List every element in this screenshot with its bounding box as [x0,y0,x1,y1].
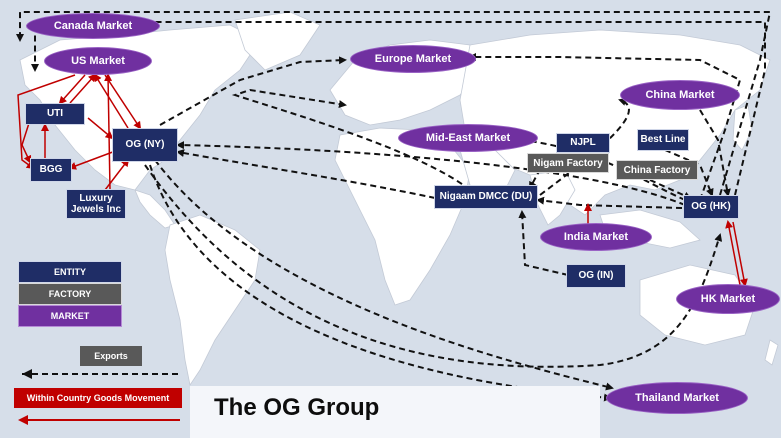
greenland-landmass [234,11,321,71]
domestic-luxury-to-us [104,73,113,191]
legend-market: MARKET [18,305,122,327]
export-hk-to-dmcc [536,196,683,209]
export-dmcc-to-europe [231,88,471,191]
south-america-landmass [164,214,261,387]
domestic-luxury-to-ny [104,158,130,191]
og-ny-entity: OG (NY) [112,128,178,162]
export-dmcc-to-china [539,98,630,196]
domestic-us-to-ny [104,74,142,130]
og-hk-entity: OG (HK) [683,195,739,219]
export-in-to-dmcc [518,210,569,276]
domestic-ny-to-us [93,73,129,129]
domestic-uti-to-ny [87,117,114,140]
europe-market: Europe Market [350,45,476,73]
domestic-us-to-uti [58,74,86,105]
us-market: US Market [44,47,152,75]
legend-exports-label: Exports [80,346,142,366]
og-in-entity: OG (IN) [566,264,626,288]
export-dmcc-to-ny [176,149,436,199]
legend-domestic-arrowhead [18,415,28,425]
legend-entity: ENTITY [18,261,122,283]
domestic-uti-to-us [69,73,97,104]
legend-factory: FACTORY [18,283,122,305]
export-ny-to-thailand-2 [154,159,614,391]
legend-exports-arrowhead [22,369,32,379]
export-china-to-hk [699,109,731,197]
luxury-jewels-entity: Luxury Jewels Inc [66,189,126,219]
nigam-factory: Nigam Factory [527,153,609,173]
new-zealand-landmass [764,339,779,366]
export-hk-to-europe [468,53,742,201]
domestic-uti-to-bgg [21,119,32,164]
njpl-entity: NJPL [556,133,610,153]
domestic-ny-to-bgg [68,149,119,170]
india-market: India Market [540,223,652,251]
export-hk-to-ny [176,141,686,206]
domestic-hk-to-hkmarket [732,221,748,287]
domestic-hkmarket-to-hk [725,220,741,286]
china-market: China Market [620,80,740,110]
export-china-factory-to-hk [649,179,692,200]
export-hk-to-us [31,21,766,196]
bgg-entity: BGG [30,158,72,182]
legend-within-country-label: Within Country Goods Movement [14,388,182,408]
thailand-market: Thailand Market [606,382,748,414]
uti-entity: UTI [25,103,85,125]
canada-market: Canada Market [26,13,160,39]
export-bestline-to-hk [664,149,714,197]
diagram-title: The OG Group [214,394,380,421]
mid-east-market: Mid-East Market [398,124,538,152]
nigaam-dmcc-entity: Nigaam DMCC (DU) [434,185,538,209]
china-factory: China Factory [616,160,698,180]
title-band [190,386,600,438]
hk-market: HK Market [676,284,780,314]
export-hk-to-canada [16,11,772,196]
domestic-us-to-bgg [17,74,76,170]
best-line-entity: Best Line [637,129,689,151]
export-ny-to-europe [159,56,347,126]
